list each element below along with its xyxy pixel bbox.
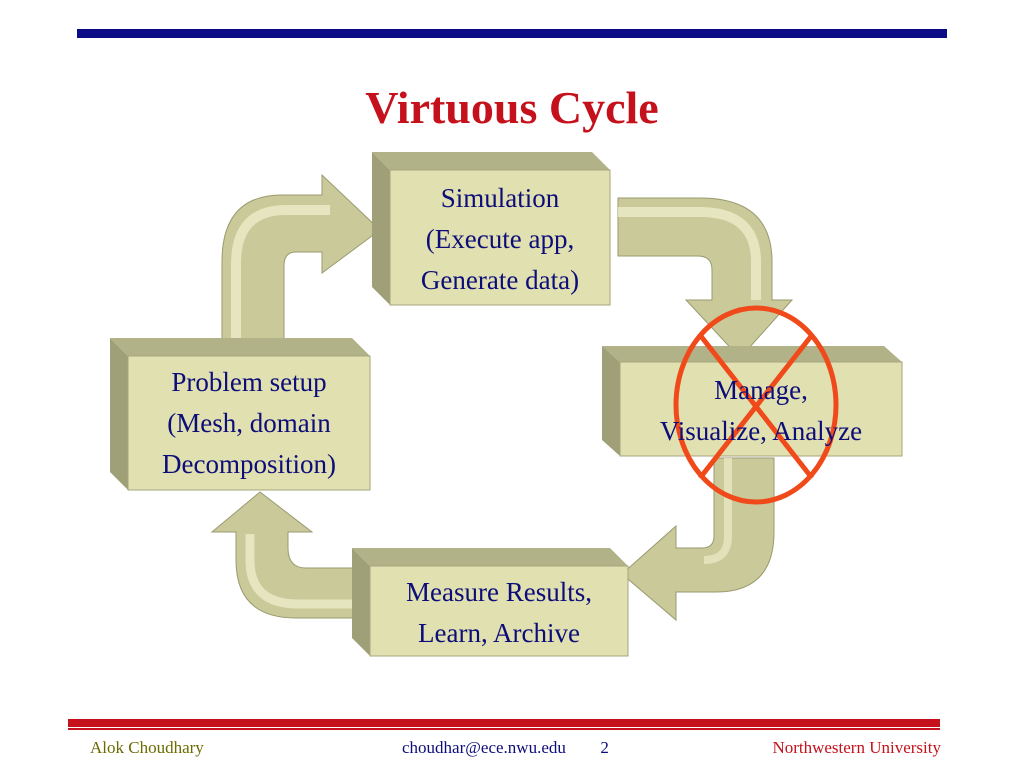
manage-text: Manage, Visualize, Analyze <box>620 370 902 452</box>
problem-line-1: Problem setup <box>171 367 327 397</box>
slide-title: Virtuous Cycle <box>365 82 659 133</box>
cross-out-mark <box>673 305 839 505</box>
measure-line-2: Learn, Archive <box>418 618 580 648</box>
arrow-simulation-to-manage <box>617 197 794 359</box>
manage-line-2: Visualize, Analyze <box>659 416 863 446</box>
box-measure-results <box>352 548 629 657</box>
measure-line-1: Measure Results, <box>406 577 592 607</box>
bottom-rule-thin <box>68 728 940 730</box>
footer-institution: Northwestern University <box>772 738 941 757</box>
box-simulation <box>372 152 611 306</box>
bottom-rule <box>68 719 940 727</box>
arrow-setup-to-simulation <box>221 173 381 341</box>
arrow-measure-to-setup <box>210 491 357 619</box>
problem-line-2: (Mesh, domain <box>167 408 331 438</box>
footer-email-page: choudhar@ece.nwu.edu 2 <box>402 738 609 758</box>
simulation-line-2: (Execute app, <box>425 224 575 254</box>
box-problem-setup <box>110 338 371 491</box>
problem-line-3: Decomposition) <box>162 449 336 479</box>
simulation-line-1: Simulation <box>440 183 560 213</box>
footer-author: Alok Choudhary <box>90 738 204 757</box>
measure-results-text: Measure Results, Learn, Archive <box>370 572 628 654</box>
footer-page-number: 2 <box>600 738 609 757</box>
simulation-text: Simulation (Execute app, Generate data) <box>390 178 610 301</box>
problem-setup-text: Problem setup (Mesh, domain Decompositio… <box>128 362 370 485</box>
top-rule <box>77 29 947 38</box>
manage-line-1: Manage, <box>714 375 808 405</box>
arrow-manage-to-measure <box>621 457 775 622</box>
footer-email: choudhar@ece.nwu.edu <box>402 738 566 757</box>
simulation-line-3: Generate data) <box>420 265 580 295</box>
